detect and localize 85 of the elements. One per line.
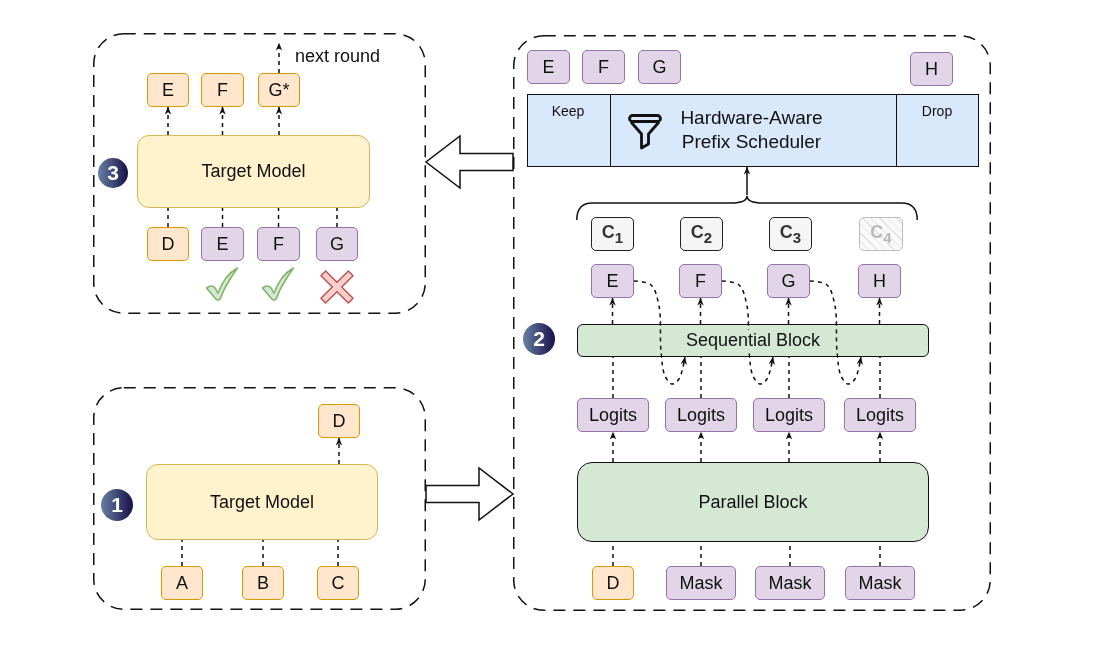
token-box <box>592 566 634 600</box>
mask-box <box>755 566 825 600</box>
curly-brace <box>576 195 918 220</box>
token-box <box>910 52 953 86</box>
step-number: 2 <box>533 326 545 352</box>
arrow <box>697 431 705 463</box>
arrow <box>809 280 863 385</box>
candidate-box <box>680 217 723 251</box>
model-box <box>146 464 378 540</box>
step-badge <box>523 323 555 355</box>
arrow <box>275 42 283 74</box>
token-box <box>147 227 189 261</box>
model-box <box>137 135 370 208</box>
candidate-box <box>859 217 903 251</box>
connector-line <box>336 207 338 228</box>
logits-box <box>844 398 916 432</box>
token-box <box>527 50 570 84</box>
token-box <box>582 50 625 84</box>
drop-label: Drop <box>921 102 953 119</box>
arrow <box>785 297 792 325</box>
connector-line <box>181 539 183 567</box>
connector-line <box>700 356 702 399</box>
arrow <box>164 106 172 136</box>
candidate-box <box>591 217 634 251</box>
token-box <box>317 566 359 600</box>
arrow <box>876 297 883 325</box>
connector-line <box>262 539 264 567</box>
candidate-label: C$_{3}$ <box>779 222 802 246</box>
connector-line <box>612 356 614 399</box>
arrow <box>876 431 884 463</box>
connector-line <box>788 356 790 399</box>
step-number: 3 <box>107 160 119 186</box>
scheduler-label: Hardware-Aware Prefix Scheduler <box>679 106 824 154</box>
keep-label: Keep <box>551 102 585 119</box>
arrow <box>219 106 226 136</box>
connector-line <box>167 207 169 228</box>
scheduler-box <box>527 94 979 167</box>
dashed-panel <box>93 33 426 314</box>
connector-line <box>337 539 339 567</box>
token-box <box>201 227 244 261</box>
parallel-block <box>577 462 929 542</box>
logits-box <box>753 398 825 432</box>
token-box <box>147 73 189 107</box>
arrow <box>721 280 775 385</box>
arrow <box>335 437 343 465</box>
token-box <box>316 227 358 261</box>
arrow <box>609 431 617 463</box>
arrow <box>743 166 751 196</box>
token-box <box>858 264 901 298</box>
dashed-panel <box>513 35 991 611</box>
arrow <box>609 297 616 325</box>
block-arrow <box>425 466 515 522</box>
mask-box <box>666 566 736 600</box>
arrow <box>697 297 704 325</box>
token-box <box>161 566 203 600</box>
token-box <box>258 73 300 107</box>
candidate-label: C$_{2}$ <box>690 222 713 246</box>
candidate-box <box>769 217 812 251</box>
arrow <box>275 106 283 136</box>
logits-box <box>577 398 649 432</box>
token-box <box>318 404 360 438</box>
model-label: Target Model <box>201 161 306 182</box>
token-box <box>638 50 681 84</box>
sequential-block <box>577 324 929 357</box>
step-number: 1 <box>111 492 123 518</box>
token-box <box>591 264 634 298</box>
token-box <box>767 264 810 298</box>
candidate-label: C$_{4}$ <box>870 222 892 246</box>
token-box <box>679 264 722 298</box>
mask-box <box>845 566 915 600</box>
token-box <box>201 73 244 107</box>
connector-line <box>277 207 280 228</box>
logits-box <box>665 398 737 432</box>
candidate-label: C$_{1}$ <box>601 222 624 246</box>
connector-line <box>879 356 881 399</box>
block-label: Sequential Block <box>685 330 821 351</box>
dashed-panel <box>93 387 426 610</box>
token-box <box>257 227 300 261</box>
token-box <box>242 566 284 600</box>
block-arrow <box>424 134 514 190</box>
connector-line <box>221 207 224 228</box>
arrow <box>633 280 687 385</box>
step-badge <box>98 158 128 188</box>
arrow <box>785 431 793 463</box>
step-badge <box>101 489 133 521</box>
